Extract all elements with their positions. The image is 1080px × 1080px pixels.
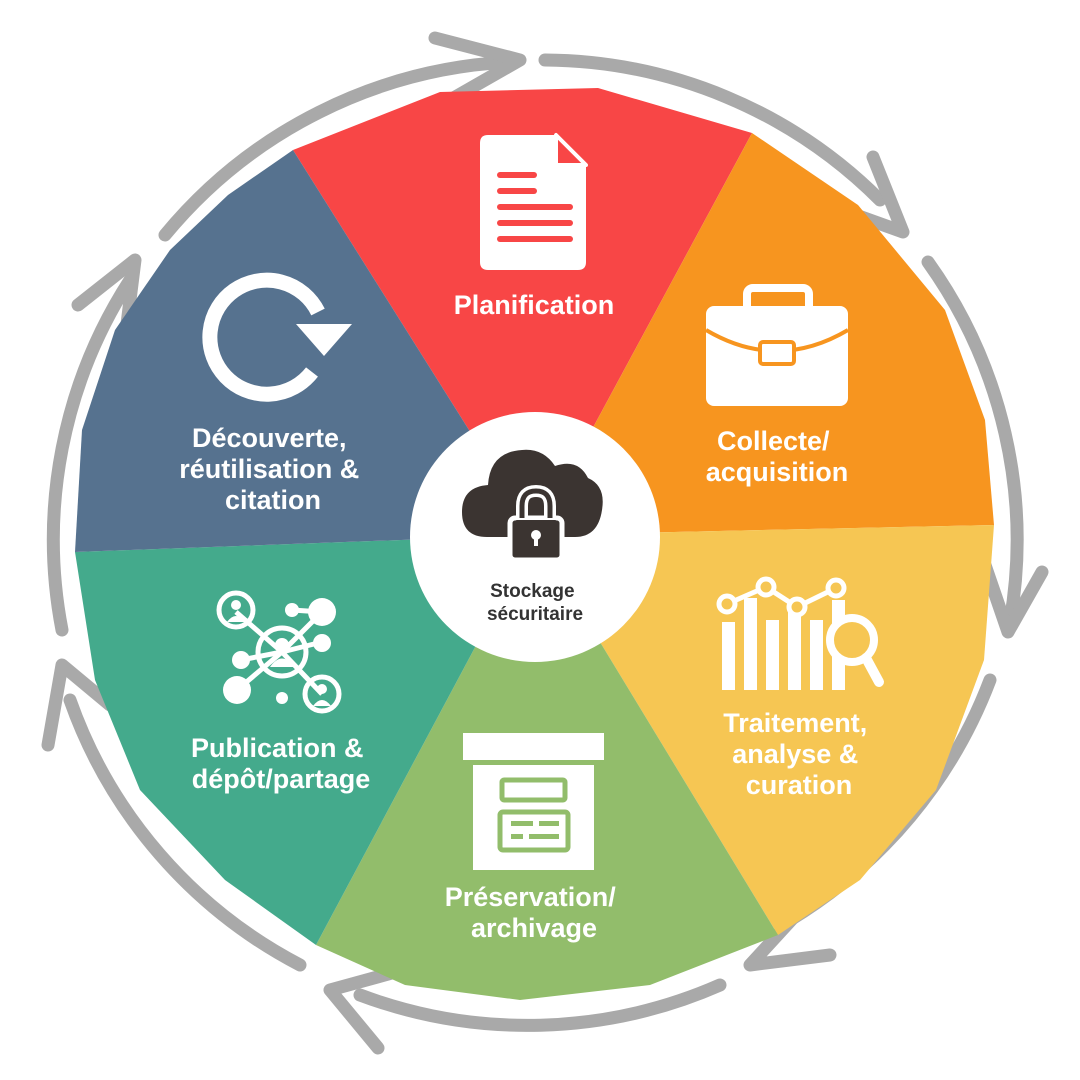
cycle-arrowhead-4 xyxy=(323,961,417,1055)
network-people-icon xyxy=(216,590,342,714)
label-preservation: Préservation/ archivage xyxy=(445,882,624,943)
label-planification: Planification xyxy=(454,290,615,320)
label-traitement: Traitement, analyse & curation xyxy=(723,708,875,800)
label-collecte: Collecte/ acquisition xyxy=(706,426,849,487)
label-publication: Publication & dépôt/partage xyxy=(191,733,371,794)
label-decouverte: Découverte, réutilisation & citation xyxy=(179,423,367,515)
cycle-arrowhead-5 xyxy=(41,658,117,752)
wheel-segments xyxy=(75,88,994,1000)
cloud-lock-icon xyxy=(462,449,603,563)
refresh-icon xyxy=(202,272,352,402)
segment-publication xyxy=(75,535,535,945)
center-hub: Stockage sécuritaire xyxy=(410,412,660,662)
cycle-arc-1 xyxy=(538,53,887,207)
cycle-arrowhead-7 xyxy=(428,31,527,107)
segment-traitement xyxy=(535,525,994,935)
briefcase-icon xyxy=(704,284,850,406)
stage-labels: Planification Collecte/ acquisition Trai… xyxy=(179,290,875,943)
document-icon xyxy=(480,133,588,270)
cycle-arc-4 xyxy=(353,978,727,1032)
cycle-arc-5 xyxy=(63,693,307,972)
cycle-arc-2 xyxy=(921,255,1024,629)
segment-decouverte xyxy=(75,150,535,552)
cycle-arc-6 xyxy=(46,273,137,637)
cycle-arrowhead-2 xyxy=(978,558,1049,639)
chart-magnifier-icon xyxy=(716,576,884,690)
cycle-arc-7 xyxy=(158,55,517,242)
segment-planification xyxy=(293,88,752,535)
center-label: Stockage sécuritaire xyxy=(487,581,583,625)
archive-box-icon xyxy=(463,733,604,870)
